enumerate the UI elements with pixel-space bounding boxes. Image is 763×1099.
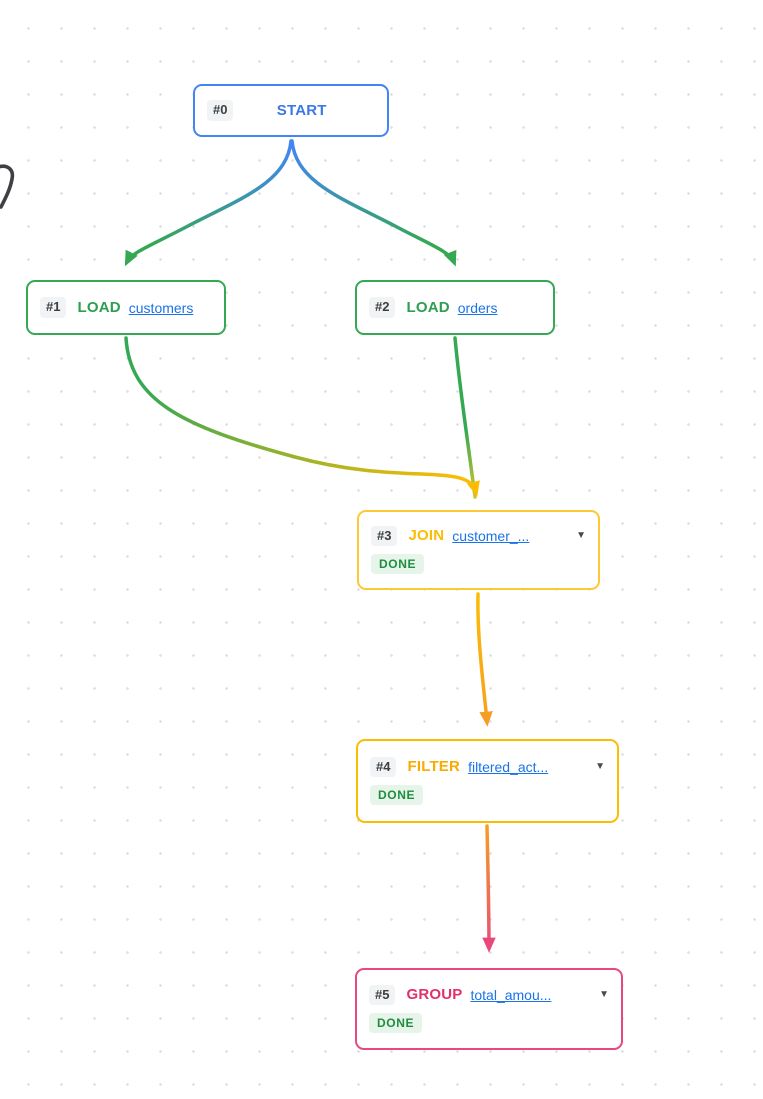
edge-load-orders-to-join: [453, 336, 477, 499]
node-id-badge: #3: [371, 525, 398, 546]
node-load-customers[interactable]: #1 LOAD customers: [26, 280, 226, 335]
node-id-badge: #1: [40, 297, 67, 318]
node-dataset-link[interactable]: customers: [128, 299, 194, 316]
node-group[interactable]: #5 GROUP total_amou... ▼ DONE: [355, 968, 623, 1050]
node-dataset-link[interactable]: orders: [457, 299, 498, 316]
node-op-label: FILTER: [407, 758, 461, 776]
node-start[interactable]: #0 START: [193, 84, 389, 137]
node-join[interactable]: #3 JOIN customer_... ▼ DONE: [357, 510, 600, 590]
status-badge: DONE: [370, 784, 424, 806]
node-id-badge: #5: [369, 984, 396, 1005]
node-load-orders[interactable]: #2 LOAD orders: [355, 280, 555, 335]
edge-start-to-load-orders: [290, 139, 457, 267]
node-op-label: START: [276, 102, 327, 119]
node-id-badge: #2: [369, 297, 396, 318]
node-id-badge: #4: [370, 756, 397, 777]
node-op-label: JOIN: [408, 527, 445, 545]
node-op-label: LOAD: [77, 299, 121, 316]
chevron-down-icon[interactable]: ▼: [595, 760, 605, 772]
edge-load-customers-to-join: [124, 336, 480, 497]
chevron-down-icon[interactable]: ▼: [576, 529, 586, 541]
node-id-badge: #0: [207, 100, 234, 121]
edge-filter-to-group: [482, 824, 496, 953]
edge-join-to-filter: [476, 592, 493, 727]
node-dataset-link[interactable]: customer_...: [452, 527, 530, 544]
status-badge: DONE: [371, 553, 425, 575]
node-filter[interactable]: #4 FILTER filtered_act... ▼ DONE: [356, 739, 619, 823]
node-op-label: GROUP: [406, 986, 463, 1004]
status-badge: DONE: [369, 1012, 423, 1034]
node-dataset-link[interactable]: total_amou...: [470, 986, 552, 1003]
pen-annotation: [0, 164, 15, 209]
edge-start-to-load-customers: [124, 139, 293, 267]
node-dataset-link[interactable]: filtered_act...: [468, 758, 549, 775]
node-op-label: LOAD: [406, 299, 450, 316]
chevron-down-icon[interactable]: ▼: [599, 988, 609, 1000]
